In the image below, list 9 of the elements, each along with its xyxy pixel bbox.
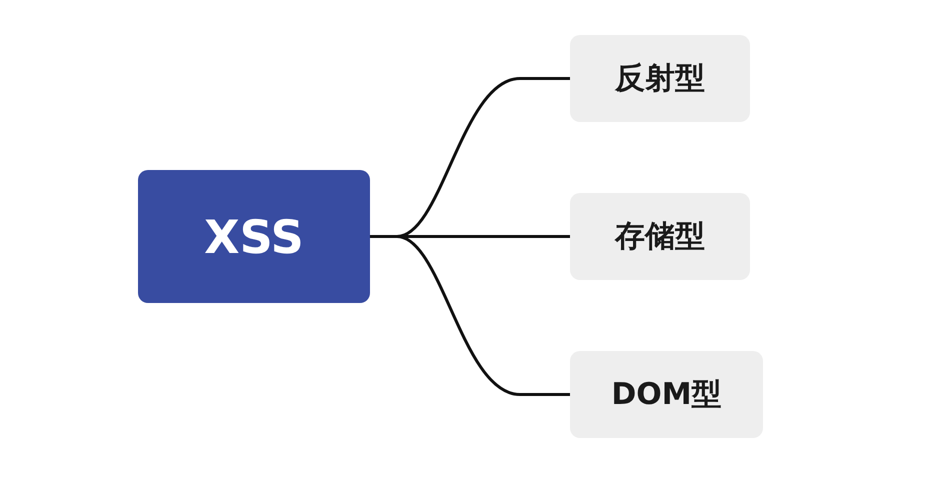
subtopic-box [570, 35, 750, 122]
node-label: XSS [204, 210, 304, 264]
connector-line [370, 235, 570, 396]
topic-box [138, 170, 370, 303]
node-label: DOM型 [611, 376, 722, 414]
node-label: 反射型 [615, 60, 705, 98]
node-label: 存储型 [615, 218, 705, 256]
subtopic-box [570, 193, 750, 280]
subtopic-box [570, 351, 763, 438]
